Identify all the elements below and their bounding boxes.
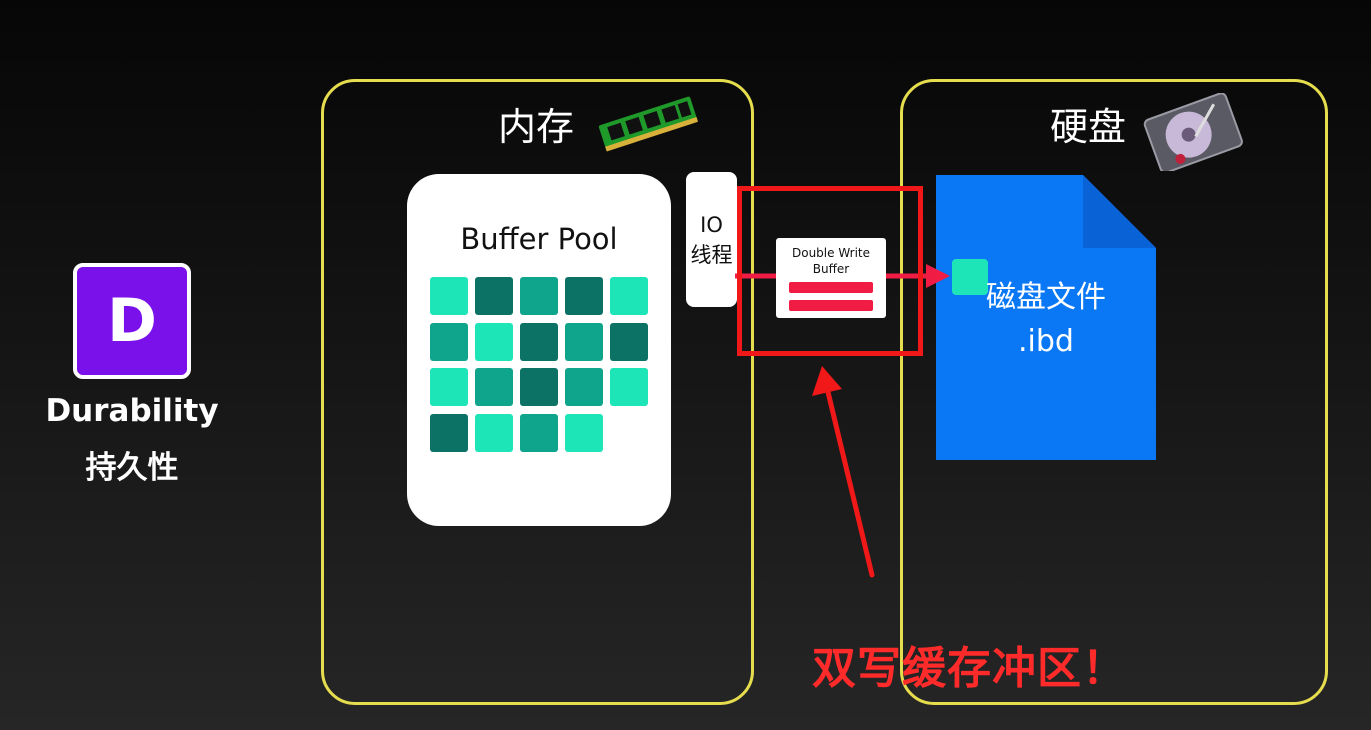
io-thread-box: IO 线程 — [686, 172, 737, 307]
buffer-page-tile — [430, 322, 468, 361]
durability-subtitle: 持久性 — [85, 450, 179, 486]
disk-file-extension: .ibd — [1018, 324, 1074, 359]
buffer-page-tile — [565, 413, 603, 452]
buffer-pool-page-grid — [430, 277, 655, 457]
buffer-page-tile — [565, 368, 603, 406]
buffer-page-tile — [565, 322, 603, 361]
buffer-page-tile — [430, 277, 468, 315]
io-thread-label-line1: IO — [700, 213, 723, 237]
buffer-page-tile — [520, 322, 558, 361]
durability-badge: D — [73, 263, 191, 379]
double-write-buffer-label-line2: Buffer — [812, 262, 850, 276]
buffer-page-tile — [610, 322, 648, 361]
buffer-page-tile — [520, 277, 558, 315]
buffer-page-tile — [520, 413, 558, 452]
disk-file-name: 磁盘文件 — [986, 280, 1106, 315]
buffer-page-tile — [430, 368, 468, 406]
ram-stick-icon — [598, 96, 699, 152]
buffer-page-tile — [475, 322, 513, 361]
hard-drive-icon — [1143, 93, 1243, 171]
disk-panel — [900, 79, 1328, 705]
buffer-page-tile — [610, 368, 648, 406]
buffer-pool-label: Buffer Pool — [460, 222, 618, 256]
buffer-page-tile — [475, 277, 513, 315]
flow-arrow-head — [926, 264, 950, 288]
buffer-page-tile — [475, 413, 513, 452]
double-write-buffer-label-line1: Double Write — [791, 246, 871, 260]
buffer-page-tile — [430, 413, 468, 452]
io-thread-label-line2: 线程 — [690, 243, 733, 267]
double-write-buffer-box: Double Write Buffer — [776, 238, 886, 318]
buffer-page-tile — [610, 277, 648, 315]
buffer-page-tile — [520, 368, 558, 406]
buffer-page-tile — [475, 368, 513, 406]
ibd-file-icon — [936, 175, 1156, 460]
buffer-page-bar — [789, 282, 873, 293]
durability-title: Durability — [45, 393, 219, 429]
buffer-page-bar — [789, 300, 873, 311]
callout-text: 双写缓存冲区！ — [812, 643, 1127, 694]
memory-title: 内存 — [498, 105, 575, 149]
memory-panel — [321, 79, 754, 705]
disk-file-label: 磁盘文件 .ibd — [937, 276, 1155, 364]
disk-title: 硬盘 — [1050, 105, 1127, 149]
buffer-page-tile — [565, 277, 603, 315]
highlight-box — [737, 186, 923, 356]
